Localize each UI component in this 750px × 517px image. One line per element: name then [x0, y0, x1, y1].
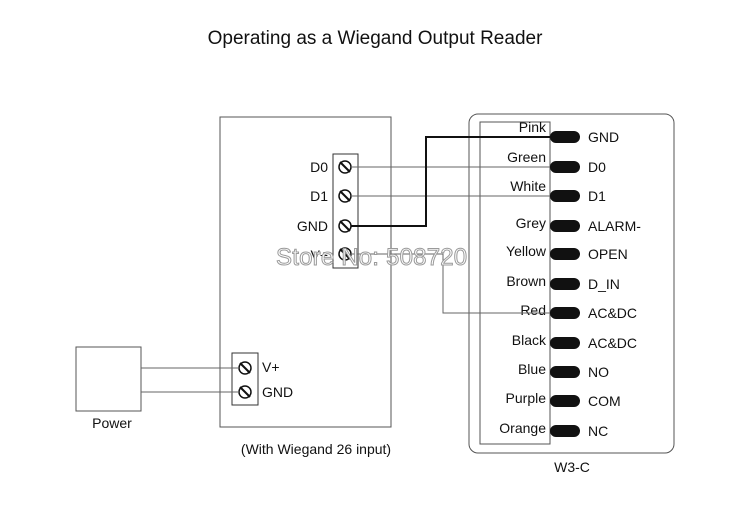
power-screw-vplus — [238, 361, 252, 375]
wire-pin-black — [550, 337, 580, 349]
wire-color-white: White — [510, 178, 546, 194]
wire-signal-purple: COM — [588, 393, 621, 409]
wire-pin-pink — [550, 131, 580, 143]
wire-signal-blue: NO — [588, 364, 609, 380]
wire-color-green: Green — [507, 149, 546, 165]
terminal-label-gnd: GND — [297, 218, 328, 234]
wire-pin-white — [550, 190, 580, 202]
wire-color-yellow: Yellow — [506, 243, 547, 259]
reader-cable-bundle — [479, 121, 551, 445]
wire-pin-purple — [550, 395, 580, 407]
wire-pin-grey — [550, 220, 580, 232]
wire-color-black: Black — [512, 332, 547, 348]
wire-signal-orange: NC — [588, 423, 608, 439]
wire-signal-green: D0 — [588, 159, 606, 175]
wire-pin-blue — [550, 366, 580, 378]
wire-vplus-red — [351, 253, 550, 314]
diagram-title: Operating as a Wiegand Output Reader — [207, 28, 543, 49]
wire-color-orange: Orange — [499, 420, 546, 436]
wire-signal-black: AC&DC — [588, 335, 637, 351]
wire-gnd-pink — [351, 136, 550, 227]
wire-signal-white: D1 — [588, 188, 606, 204]
wire-color-grey: Grey — [516, 215, 546, 231]
wire-color-blue: Blue — [518, 361, 546, 377]
wire-signal-grey: ALARM- — [588, 218, 641, 234]
wire-color-brown: Brown — [506, 273, 546, 289]
power-label: Power — [92, 415, 132, 431]
controller-screw-d0 — [338, 160, 352, 174]
controller-box — [219, 116, 392, 428]
wire-signal-yellow: OPEN — [588, 246, 628, 262]
wire-pin-brown — [550, 278, 580, 290]
wire-signal-brown: D_IN — [588, 276, 620, 292]
store-watermark: Store No: 508720 — [275, 244, 468, 272]
power-terminal-label-gnd: GND — [262, 384, 293, 400]
wire-pin-green — [550, 161, 580, 173]
terminal-label-d1: D1 — [310, 188, 328, 204]
power-box — [75, 346, 142, 412]
wire-signal-pink: GND — [588, 129, 619, 145]
controller-screw-d1 — [338, 189, 352, 203]
power-screw-gnd — [238, 385, 252, 399]
wire-color-red: Red — [520, 302, 546, 318]
terminal-label-vplus: V+ — [310, 247, 328, 263]
wire-color-purple: Purple — [506, 390, 547, 406]
wire-pin-yellow — [550, 248, 580, 260]
reader-name: W3-C — [554, 459, 590, 475]
wire-pin-red — [550, 307, 580, 319]
terminal-label-d0: D0 — [310, 159, 328, 175]
power-terminal-label-vplus: V+ — [262, 359, 280, 375]
controller-caption: (With Wiegand 26 input) — [241, 441, 391, 457]
wire-pin-orange — [550, 425, 580, 437]
wire-signal-red: AC&DC — [588, 305, 637, 321]
controller-screw-gnd — [338, 219, 352, 233]
reader-box — [468, 113, 675, 454]
wire-color-pink: Pink — [519, 119, 547, 135]
